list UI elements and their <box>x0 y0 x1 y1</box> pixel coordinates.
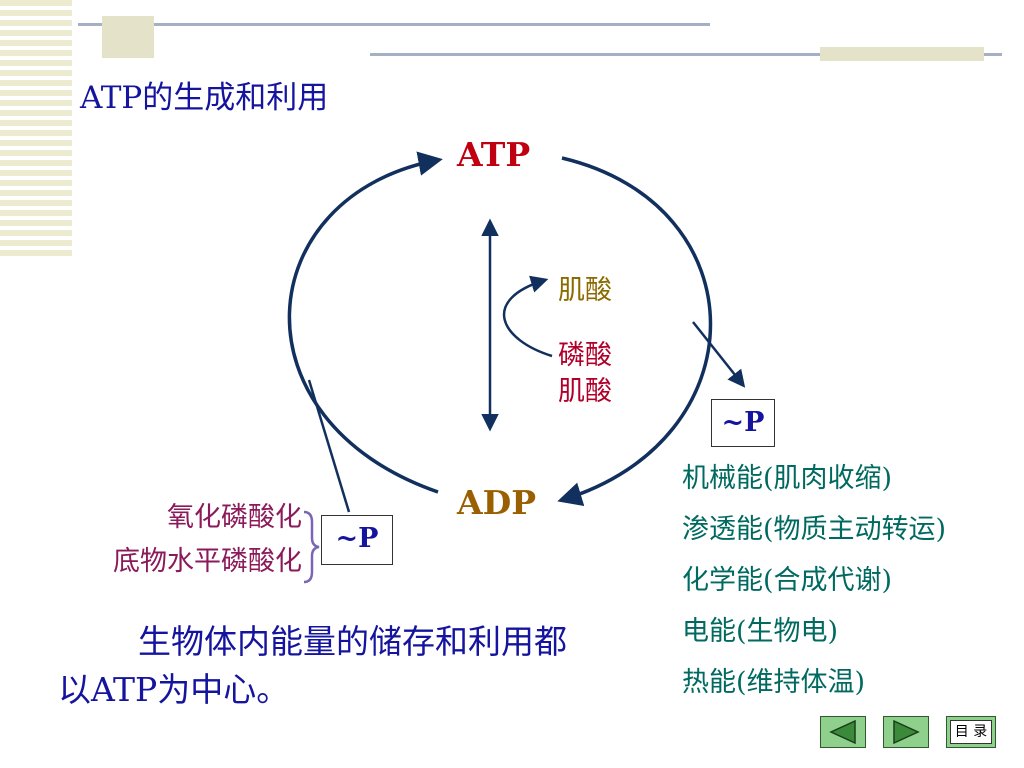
adp-label: ADP <box>457 483 537 522</box>
header-rule-top <box>78 23 710 26</box>
triangle-right-icon <box>893 719 920 745</box>
release-arrow <box>692 321 746 388</box>
previous-slide-button[interactable] <box>820 716 866 748</box>
next-slide-button[interactable] <box>883 716 929 748</box>
sources-brace <box>303 510 320 584</box>
supply-line <box>307 379 351 513</box>
atp-uses-list: 机械能(肌肉收缩) 渗透能(物质主动转运) 化学能(合成代谢) 电能(生物电) … <box>682 453 946 708</box>
decorative-square <box>102 16 154 58</box>
use-item: 电能(生物电) <box>682 616 839 647</box>
use-item: 机械能(肌肉收缩) <box>682 463 893 494</box>
creatine-arc <box>502 275 553 358</box>
summary-content: 生物体内能量的储存和利用都以ATP为中心。 <box>58 622 567 709</box>
high-energy-phosphate-in: ~P <box>321 515 393 565</box>
decorative-stripes <box>0 0 72 258</box>
triangle-left-icon <box>829 719 856 745</box>
phosphocreatine-line-1: 磷酸 <box>558 340 612 371</box>
use-item: 渗透能(物质主动转运) <box>682 514 947 545</box>
table-of-contents-button[interactable]: 目 录 <box>946 716 996 748</box>
high-energy-phosphate-out: ~P <box>711 399 775 447</box>
decorative-bar <box>820 47 984 61</box>
toc-label: 目 录 <box>950 720 992 744</box>
use-item: 化学能(合成代谢) <box>682 565 893 596</box>
header-rule-middle <box>370 53 1002 56</box>
slide-title: ATP的生成和利用 <box>80 80 329 116</box>
source-item: 氧化磷酸化 <box>167 502 302 533</box>
source-item: 底物水平磷酸化 <box>113 546 302 577</box>
phosphocreatine-line-2: 肌酸 <box>558 376 612 407</box>
atp-sources-list: 氧化磷酸化 底物水平磷酸化 <box>60 496 302 584</box>
cycle-arc-left <box>287 151 443 494</box>
cycle-arc-right <box>557 156 713 507</box>
atp-label: ATP <box>457 135 531 174</box>
summary-text: 生物体内能量的储存和利用都以ATP为中心。 <box>58 618 588 714</box>
use-item: 热能(维持体温) <box>682 667 866 698</box>
phosphocreatine-label: 磷酸 肌酸 <box>558 338 612 410</box>
creatine-label: 肌酸 <box>558 275 612 306</box>
